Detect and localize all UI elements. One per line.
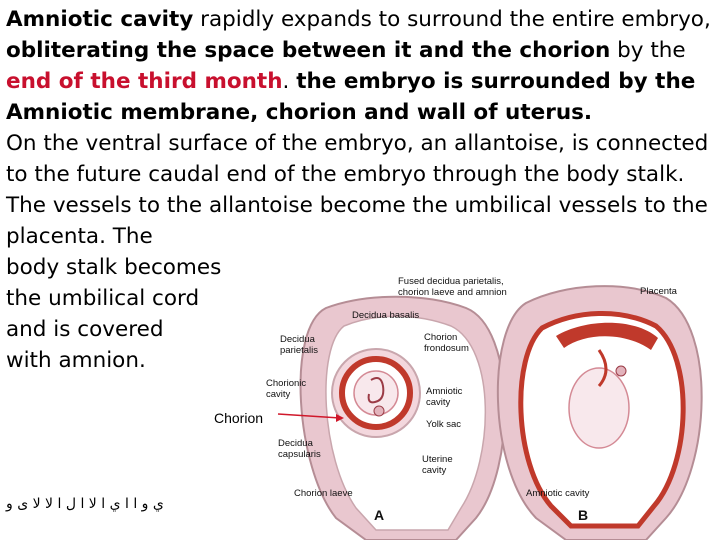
label-decidua-capsularis-2: capsularis (278, 449, 321, 460)
text-allantoise: On the ventral surface of the embryo, an… (6, 131, 709, 249)
label-placenta: Placenta (640, 286, 678, 297)
emphasis-surrounded: the embryo is surrounded by the Amniotic… (6, 69, 696, 125)
label-fused-1: Fused decidua parietalis, (398, 276, 504, 287)
emphasis-obliterating: obliterating the space between it and th… (6, 38, 611, 63)
label-amniotic-cavity-b: Amniotic cavity (526, 488, 590, 499)
label-chorion-frondosum-1: Chorion (424, 332, 457, 343)
chorion-arrow (277, 413, 341, 419)
text-run: by the (610, 38, 686, 63)
label-uterine-cavity-2: cavity (422, 465, 447, 476)
text-run: . (282, 69, 297, 94)
label-amniotic-cavity-2: cavity (426, 397, 451, 408)
label-chorion-laeve: Chorion laeve (294, 488, 353, 499)
highlight-third-month: end of the third month (6, 69, 283, 94)
label-decidua-parietalis-2: parietalis (280, 345, 318, 356)
uterus-diagram: Fused decidua parietalis, chorion laeve … (266, 276, 703, 540)
label-decidua-parietalis-1: Decidua (280, 334, 316, 345)
text-body-stalk-1: body stalk becomes (6, 255, 222, 280)
label-decidua-capsularis-1: Decidua (278, 438, 314, 449)
label-yolk-sac: Yolk sac (426, 419, 461, 430)
label-fused-2: chorion laeve and amnion (398, 287, 507, 298)
panel-a-uterus (299, 295, 506, 540)
text-run: rapidly expands to surround the entire e… (193, 7, 711, 32)
slide-text: Amniotic cavity rapidly expands to surro… (6, 4, 718, 376)
footer-text: ي و ا ا ي ا لا ا ل ا لا لا ى و (6, 496, 164, 512)
label-chorionic-cavity-1: Chorionic (266, 378, 306, 389)
text-body-stalk-4: with amnion. (6, 348, 146, 373)
label-uterine-cavity-1: Uterine (422, 454, 453, 465)
chorion-arrowhead (336, 414, 344, 422)
text-body-stalk-3: and is covered (6, 317, 164, 342)
label-decidua-basalis: Decidua basalis (352, 310, 419, 321)
label-chorion-frondosum-2: frondosum (424, 343, 469, 354)
panel-b-uterus (496, 285, 703, 540)
label-amniotic-cavity-1: Amniotic (426, 386, 463, 397)
text-body-stalk-2: the umbilical cord (6, 286, 200, 311)
label-chorionic-cavity-2: cavity (266, 389, 291, 400)
panel-label-b: B (578, 507, 588, 523)
term-amniotic-cavity: Amniotic cavity (6, 7, 194, 32)
panel-label-a: A (374, 507, 384, 523)
chorion-callout: Chorion (214, 410, 264, 426)
